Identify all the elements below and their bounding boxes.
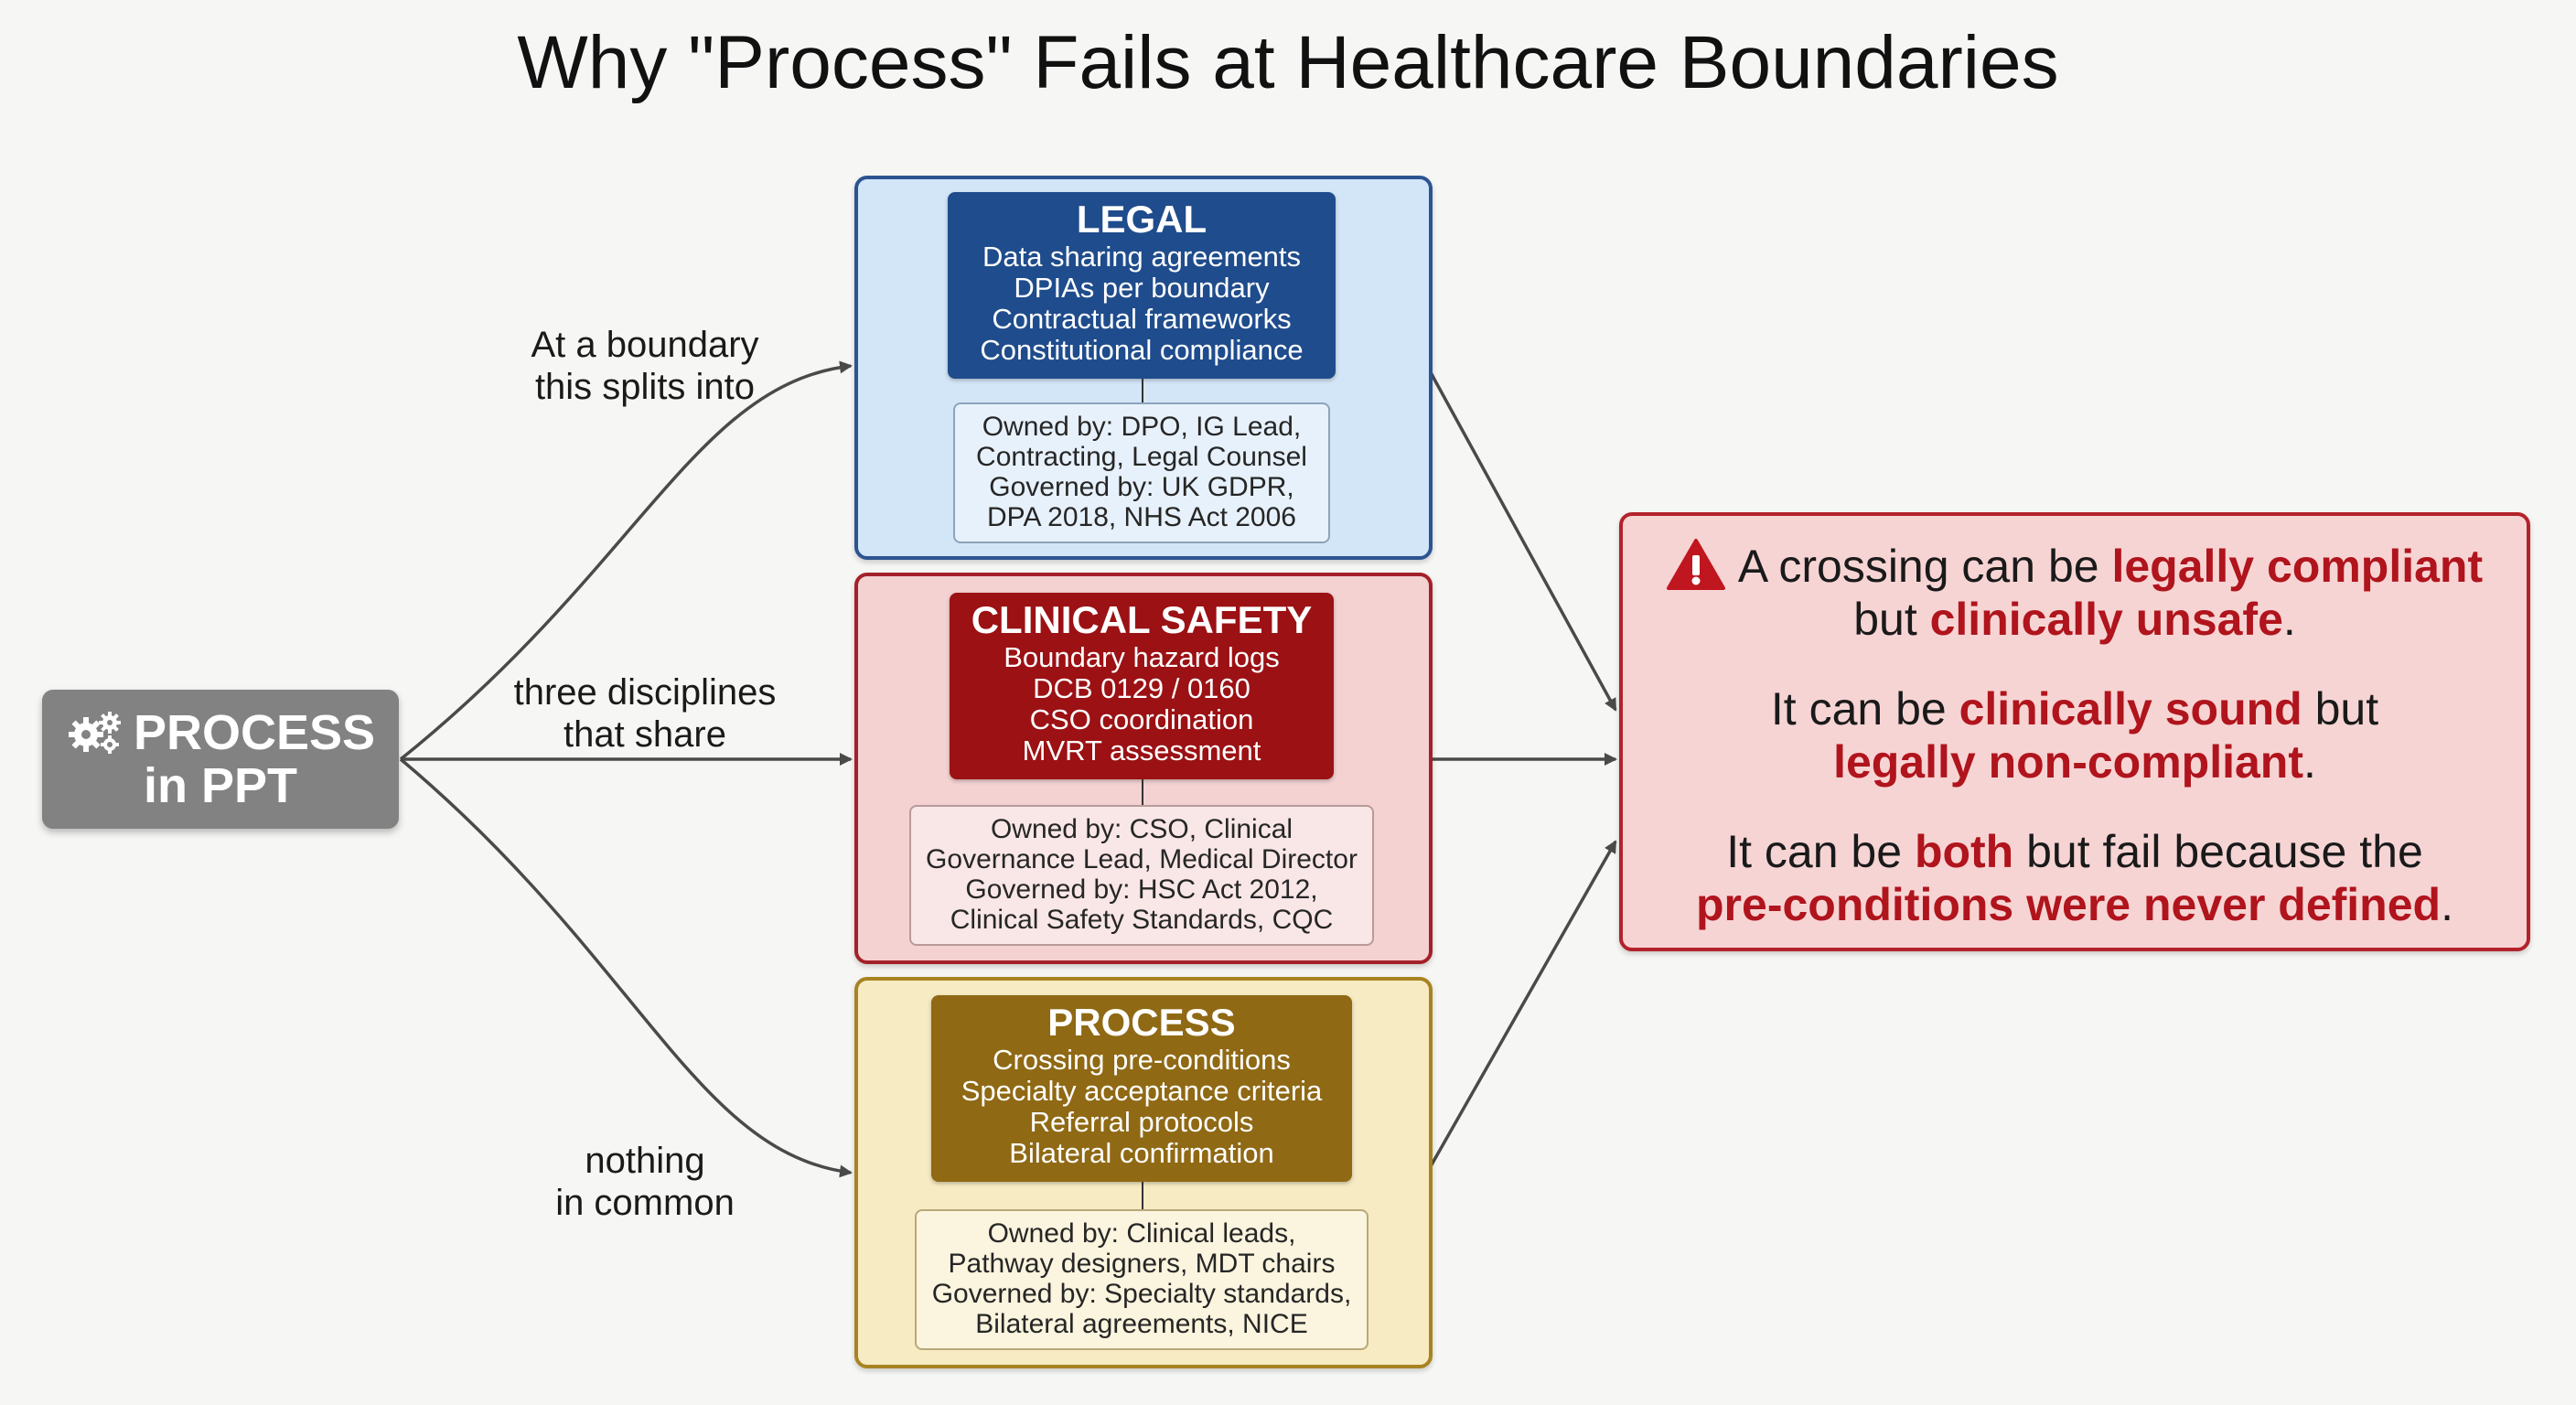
legal-connector-stem	[1142, 379, 1143, 402]
legal-owned-line: Contracting, Legal Counsel	[976, 442, 1307, 472]
clinical-item: MVRT assessment	[1022, 735, 1261, 767]
callout-paragraph-2: It can be clinically sound but legally n…	[1623, 682, 2527, 788]
flow-label-top: At a boundary this splits into	[476, 324, 814, 408]
process-owned-line: Pathway designers, MDT chairs	[948, 1249, 1336, 1279]
clinical-item: Boundary hazard logs	[1004, 641, 1280, 673]
clinical-item: CSO coordination	[1029, 703, 1254, 735]
flow-label-middle: three disciplines that share	[476, 671, 814, 756]
callout-highlight: legally compliant	[2111, 541, 2484, 592]
callout-highlight: legally non-compliant	[1833, 736, 2304, 788]
arrow-process-to-process	[399, 757, 853, 1178]
legal-owned-line: DPA 2018, NHS Act 2006	[987, 502, 1296, 532]
clinical-item: DCB 0129 / 0160	[1033, 672, 1250, 704]
clinical-owned-line: Clinical Safety Standards, CQC	[950, 905, 1334, 935]
clinical-heading: CLINICAL SAFETY	[971, 598, 1313, 641]
process-header-box: PROCESS Crossing pre-conditions Specialt…	[931, 995, 1352, 1182]
process-owned-line: Governed by: Specialty standards,	[931, 1279, 1352, 1309]
process-item: Crossing pre-conditions	[993, 1044, 1291, 1076]
conclusion-callout: A crossing can be legally compliant but …	[1619, 512, 2530, 951]
callout-text: .	[2282, 594, 2296, 645]
flow-label-bottom-line1: nothing	[585, 1141, 705, 1181]
callout-highlight: clinically unsafe	[1929, 594, 2283, 645]
flow-label-top-line2: this splits into	[534, 367, 756, 407]
legal-ownership-box: Owned by: DPO, IG Lead, Contracting, Leg…	[953, 402, 1330, 543]
legal-owned-line: Governed by: UK GDPR,	[989, 472, 1294, 502]
process-ownership-box: Owned by: Clinical leads, Pathway design…	[915, 1209, 1368, 1350]
legal-item: Constitutional compliance	[980, 334, 1304, 366]
callout-text: but fail because the	[2013, 826, 2423, 877]
arrow-process-to-legal	[399, 360, 853, 761]
warning-icon	[1666, 539, 1725, 590]
process-heading: PROCESS	[1047, 1001, 1236, 1044]
flow-label-middle-line2: that share	[564, 714, 726, 755]
callout-highlight: clinically sound	[1959, 683, 2302, 735]
legal-owned-line: Owned by: DPO, IG Lead,	[982, 412, 1302, 442]
process-node-line2: in PPT	[143, 758, 297, 813]
callout-highlight: both	[1914, 826, 2014, 877]
clinical-ownership-box: Owned by: CSO, Clinical Governance Lead,…	[909, 805, 1374, 946]
process-in-ppt-node: PROCESS in PPT	[42, 690, 399, 829]
callout-highlight: pre-conditions were never defined	[1696, 879, 2442, 930]
process-owned-line: Owned by: Clinical leads,	[987, 1218, 1296, 1249]
clinical-header-box: CLINICAL SAFETY Boundary hazard logs DCB…	[950, 593, 1334, 779]
clinical-owned-line: Governance Lead, Medical Director	[926, 844, 1358, 874]
process-item: Bilateral confirmation	[1009, 1137, 1274, 1169]
legal-item: DPIAs per boundary	[1014, 272, 1270, 304]
flow-label-bottom-line2: in common	[555, 1183, 735, 1223]
callout-text: but	[1853, 594, 1930, 645]
process-connector-stem	[1142, 1182, 1143, 1209]
process-owned-line: Bilateral agreements, NICE	[975, 1309, 1308, 1339]
legal-header-box: LEGAL Data sharing agreements DPIAs per …	[948, 192, 1336, 379]
clinical-owned-line: Owned by: CSO, Clinical	[990, 814, 1293, 844]
process-node-line1: PROCESS	[133, 705, 376, 760]
callout-text: A crossing can be	[1737, 541, 2112, 592]
clinical-owned-line: Governed by: HSC Act 2012,	[965, 874, 1318, 905]
callout-text: It can be	[1726, 826, 1915, 877]
clinical-safety-panel: CLINICAL SAFETY Boundary hazard logs DCB…	[854, 573, 1433, 964]
page-title: Why "Process" Fails at Healthcare Bounda…	[517, 21, 2059, 104]
callout-text: .	[2303, 736, 2316, 788]
legal-item: Data sharing agreements	[982, 241, 1302, 273]
callout-paragraph-1: A crossing can be legally compliant but …	[1623, 538, 2527, 646]
callout-paragraph-3: It can be both but fail because the pre-…	[1623, 825, 2527, 931]
legal-item: Contractual frameworks	[992, 303, 1292, 335]
gears-icon	[68, 712, 121, 754]
legal-heading: LEGAL	[1076, 198, 1208, 241]
process-item: Referral protocols	[1029, 1106, 1254, 1138]
process-panel: PROCESS Crossing pre-conditions Specialt…	[854, 977, 1433, 1368]
arrow-process-to-callout	[1425, 840, 1617, 1174]
callout-text: .	[2441, 879, 2453, 930]
callout-text: but	[2302, 683, 2379, 735]
clinical-connector-stem	[1142, 779, 1143, 805]
callout-text: It can be	[1770, 683, 1959, 735]
flow-label-top-line1: At a boundary	[531, 325, 759, 365]
flow-label-bottom: nothing in common	[476, 1140, 814, 1224]
legal-panel: LEGAL Data sharing agreements DPIAs per …	[854, 176, 1433, 560]
arrow-legal-to-callout	[1425, 365, 1617, 712]
process-item: Specialty acceptance criteria	[961, 1075, 1323, 1107]
flow-label-middle-line1: three disciplines	[513, 672, 777, 713]
